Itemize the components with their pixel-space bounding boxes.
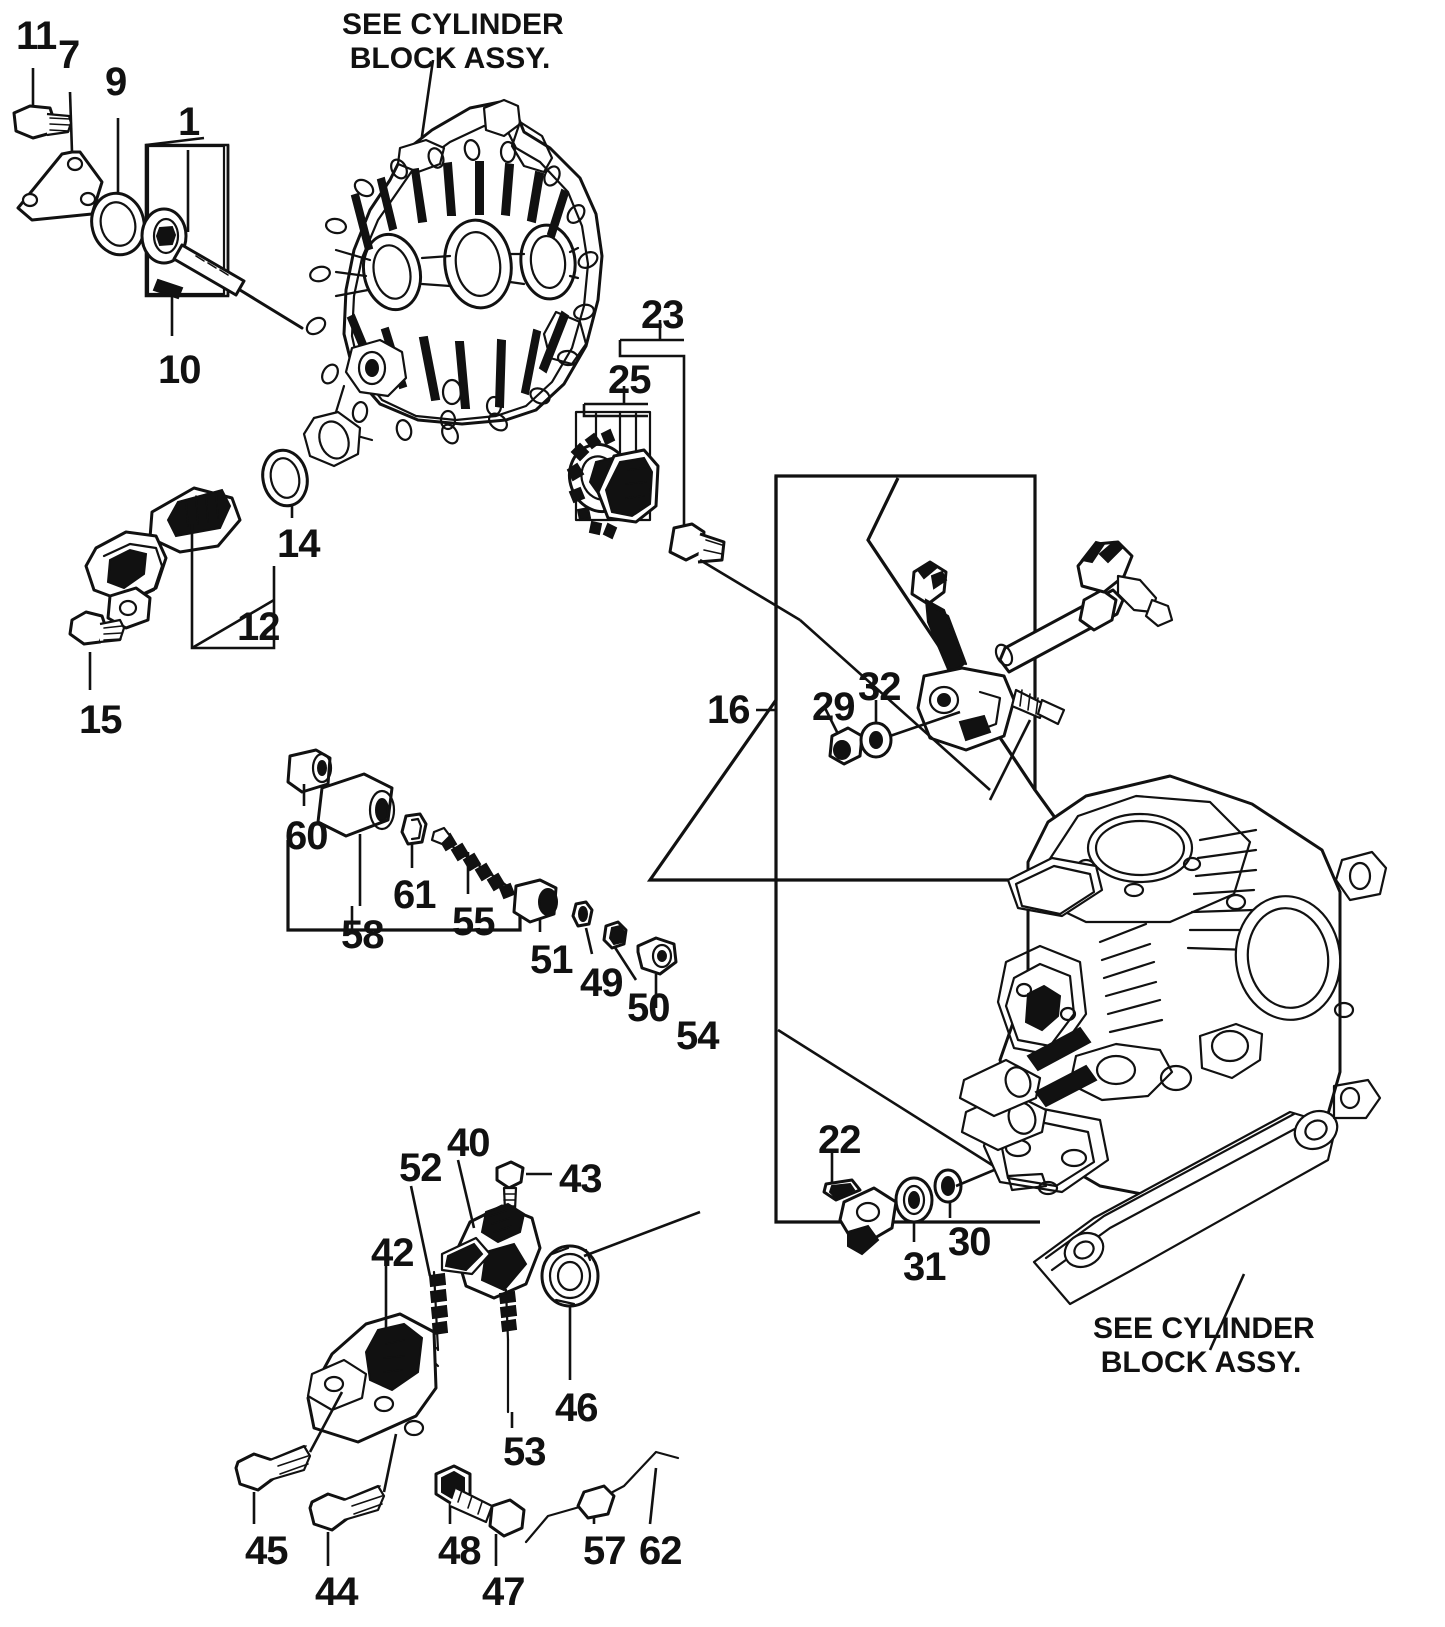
damper-assembly-row	[286, 748, 678, 1008]
callout-52: 52	[399, 1146, 442, 1190]
leader-lines-top-left	[31, 59, 435, 336]
callout-1: 1	[178, 100, 200, 144]
callout-12: 12	[237, 605, 280, 649]
callout-14: 14	[277, 522, 320, 566]
callout-44: 44	[315, 1570, 358, 1614]
part-46-coil-spring	[540, 1210, 701, 1380]
part-7-cover-plate	[16, 150, 104, 222]
callout-32: 32	[858, 665, 901, 709]
part-31-washer	[894, 1176, 934, 1242]
governor-shaft-and-arms	[777, 540, 1174, 1172]
callout-61: 61	[393, 873, 436, 917]
part-9-o-ring	[90, 191, 146, 257]
callout-55: 55	[452, 900, 495, 944]
part-29-collar	[822, 705, 864, 766]
callout-16: 16	[707, 688, 750, 732]
callout-30: 30	[948, 1220, 991, 1264]
callout-50: 50	[627, 986, 670, 1030]
part-15-bolt	[68, 610, 126, 690]
callout-62: 62	[639, 1529, 682, 1573]
callout-46: 46	[555, 1386, 598, 1430]
part-30-washer	[933, 1158, 1019, 1218]
callout-53: 53	[503, 1430, 546, 1474]
callout-47: 47	[482, 1570, 525, 1614]
note-see-cylinder-block-bottom: SEE CYLINDER BLOCK ASSY.	[1093, 1312, 1315, 1379]
crankcase-cover-assembly	[302, 98, 604, 468]
callout-15: 15	[79, 698, 122, 742]
callout-49: 49	[580, 961, 623, 1005]
callout-10: 10	[158, 348, 201, 392]
callout-43: 43	[559, 1157, 602, 1201]
callout-45: 45	[245, 1529, 288, 1573]
part-23-oil-pump-assembly	[566, 320, 801, 622]
callout-42: 42	[371, 1231, 414, 1275]
callout-57: 57	[583, 1529, 626, 1573]
callout-48: 48	[438, 1529, 481, 1573]
part-22-governor-arm	[822, 1152, 898, 1256]
cylinder-block-assembly	[958, 774, 1388, 1351]
callout-25: 25	[608, 358, 651, 402]
part-12-governor-slider-assembly	[84, 486, 276, 650]
part-32-washer	[859, 700, 961, 759]
part-14-o-ring	[261, 448, 309, 518]
part-11-flange-bolt	[12, 104, 73, 140]
callout-9: 9	[105, 60, 127, 104]
callout-7: 7	[58, 33, 80, 77]
callout-40: 40	[447, 1121, 490, 1165]
callout-31: 31	[903, 1245, 946, 1289]
callout-58: 58	[341, 913, 384, 957]
callout-51: 51	[530, 938, 573, 982]
control-bracket-group	[234, 1159, 701, 1566]
callout-11: 11	[16, 14, 57, 58]
part-1-shaft-assembly	[140, 136, 304, 330]
callout-60: 60	[285, 814, 328, 858]
callout-54: 54	[676, 1014, 719, 1058]
note-see-cylinder-block-top: SEE CYLINDER BLOCK ASSY.	[342, 8, 564, 75]
callout-23: 23	[641, 293, 684, 337]
callout-22: 22	[818, 1118, 861, 1162]
callout-29: 29	[812, 685, 855, 729]
